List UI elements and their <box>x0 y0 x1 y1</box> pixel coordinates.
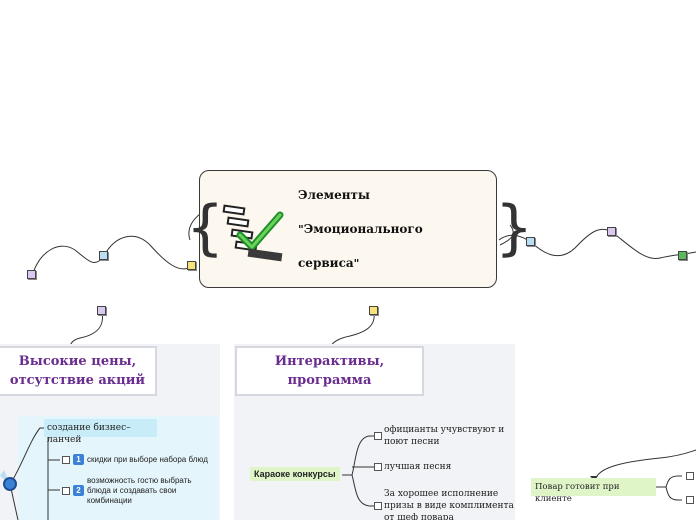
left-item-2-line-2: блюда и создавать свои <box>87 486 177 495</box>
checkbox[interactable] <box>686 496 694 504</box>
left-subtopic[interactable]: создание бизнес–ланчей <box>44 419 157 445</box>
central-topic[interactable]: Элементы "Эмоционального сервиса" <box>199 170 497 288</box>
quote-mark: " <box>353 257 360 270</box>
note-icon[interactable] <box>27 270 36 279</box>
checkbox[interactable] <box>374 463 382 471</box>
middle-item-1: официанты учувствуют и поют песни <box>384 424 504 448</box>
priority-1-icon: 1 <box>73 454 84 465</box>
middle-topic-title[interactable]: Интерактивы, программа <box>235 346 424 396</box>
middle-item-3-line-2: призы в виде комплимента <box>384 501 514 511</box>
left-item-2: возможность гостю выбрать блюда и создав… <box>87 476 192 506</box>
central-line-2: Эмоционального <box>303 222 423 236</box>
left-item-1: скидки при выборе набора блюд <box>87 455 208 464</box>
left-subtopic-label: создание бизнес–ланчей <box>47 423 131 445</box>
middle-item-3-line-3: от шеф повара <box>384 513 454 520</box>
checkbox[interactable] <box>374 432 382 440</box>
middle-title-line-2: программа <box>287 373 372 388</box>
left-item-2-line-3: комбинации <box>87 496 132 505</box>
quote-mark: " <box>298 223 304 236</box>
right-subtopic[interactable]: Повар готовит при клиенте <box>531 478 656 504</box>
left-brace: { <box>186 193 225 263</box>
checkbox[interactable] <box>62 487 70 495</box>
note-icon[interactable] <box>99 251 108 260</box>
middle-item-1-line-2: поют песни <box>384 437 440 447</box>
central-title: Элементы "Эмоционального сервиса" <box>298 187 423 289</box>
left-title-line-1: Высокие цены, <box>18 354 137 369</box>
priority-2-icon: 2 <box>73 485 84 496</box>
central-line-1: Элементы <box>298 188 370 202</box>
left-item-2-line-1: возможность гостю выбрать <box>87 476 192 485</box>
checkbox[interactable] <box>62 456 70 464</box>
right-branch-lines <box>656 475 682 501</box>
left-topic-title[interactable]: Высокие цены, отсутствие акций <box>0 346 157 396</box>
note-icon[interactable] <box>526 237 535 246</box>
note-icon[interactable] <box>369 306 378 315</box>
checkbox[interactable] <box>374 502 382 510</box>
right-subtopic-label: Повар готовит при клиенте <box>535 482 620 504</box>
middle-item-2: лучшая песня <box>384 462 452 472</box>
central-line-3: сервиса <box>298 256 354 270</box>
note-icon[interactable] <box>607 227 616 236</box>
middle-item-1-line-1: официанты учувствуют и <box>384 425 505 435</box>
left-title-line-2: отсутствие акций <box>9 373 146 388</box>
checkbox[interactable] <box>686 472 694 480</box>
note-icon[interactable] <box>97 306 106 315</box>
checklist-icon <box>220 199 288 263</box>
right-brace: } <box>495 193 534 263</box>
note-icon[interactable] <box>678 251 687 260</box>
middle-subtopic[interactable]: Караоке конкурсы <box>250 467 340 481</box>
middle-item-3-line-1: За хорошее исполнение <box>384 489 499 499</box>
middle-item-3: За хорошее исполнение призы в виде компл… <box>384 488 514 520</box>
middle-branch-lines <box>342 435 374 507</box>
middle-title-line-1: Интерактивы, <box>274 354 385 369</box>
left-collapse-handle[interactable] <box>3 477 17 491</box>
note-icon[interactable] <box>187 261 196 270</box>
